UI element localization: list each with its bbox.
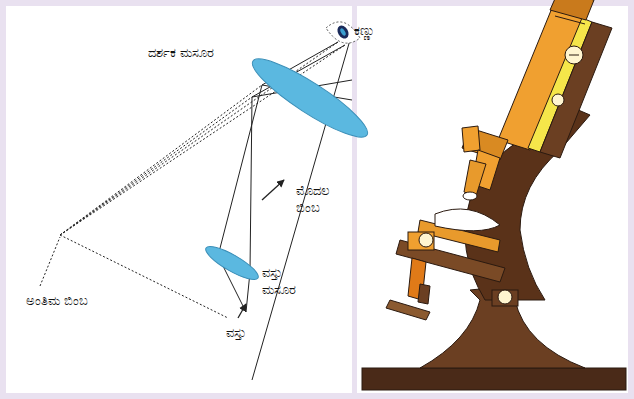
eyepiece-lens <box>245 48 375 147</box>
microscope-drawing <box>362 0 626 390</box>
first-image-label: ಮೊದಲ ಬಿಂಬ <box>296 182 346 216</box>
final-image-label: ಅಂತಿಮ ಬಿಂಬ <box>26 292 136 309</box>
object-label: ವಸ್ತು <box>226 324 276 341</box>
diagram-panel <box>6 6 352 393</box>
eye-label: ಕಣ್ಣು <box>354 22 402 39</box>
objective-label: ವಸ್ತು ಮಸೂರ <box>262 264 312 298</box>
eyepiece-label: ದರ್ಶಕ ಮಸೂರ <box>148 44 258 61</box>
objective-lens <box>202 241 262 285</box>
picture-panel <box>357 6 628 393</box>
